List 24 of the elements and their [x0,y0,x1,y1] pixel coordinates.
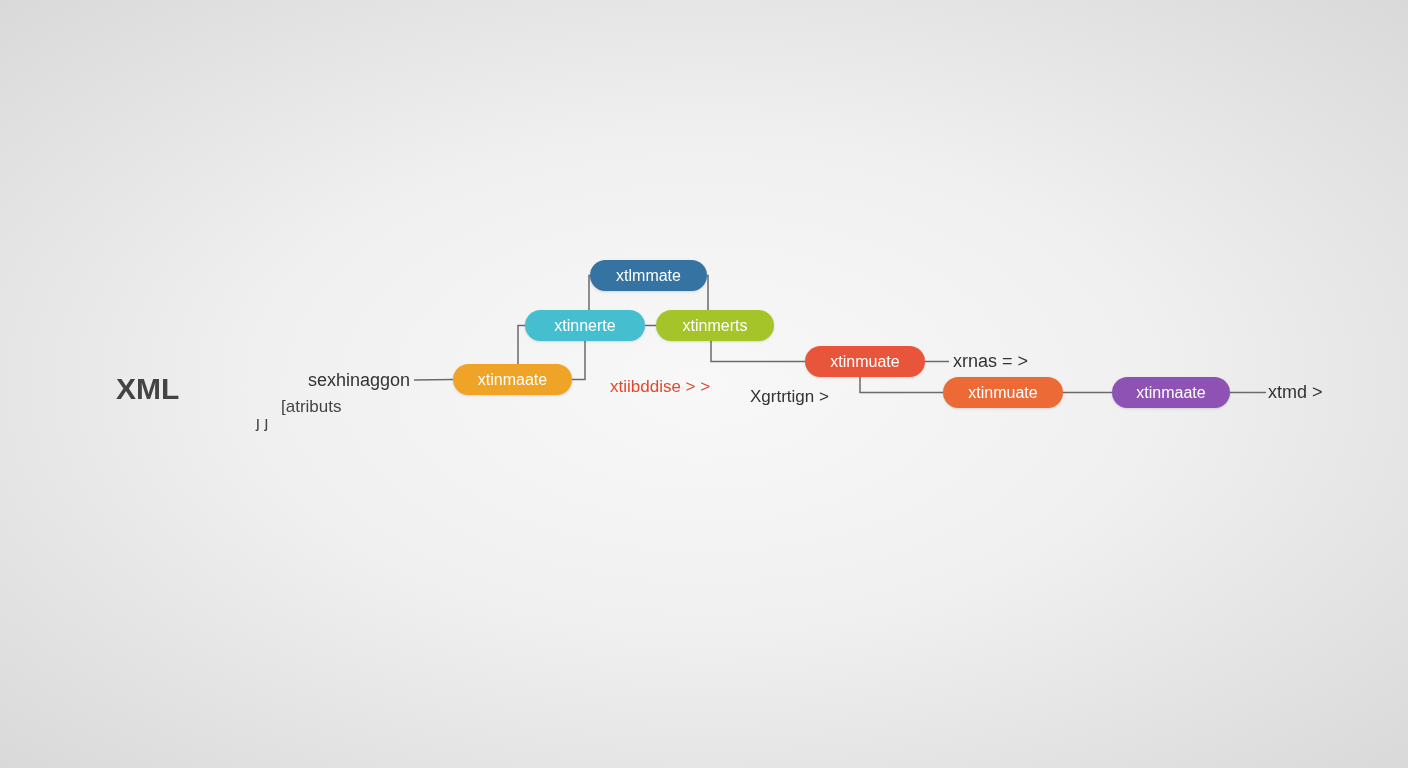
connector-line [924,360,950,363]
node-text: sexhinaggon [282,369,410,391]
connector-line [571,340,586,381]
connector-line [588,274,591,311]
connector-line [1062,391,1113,394]
connector-line [859,376,944,394]
connector-line [1229,391,1267,394]
connector-line [710,340,806,363]
rounded-node: xtinmuate [805,346,925,377]
connector-line [413,378,454,381]
title-label: XML [116,371,180,407]
text-label: xtiibddise > > [610,376,711,398]
text-label: [atributs [281,396,342,418]
rounded-node: xtinnerte [525,310,645,341]
rounded-node: xtinmuate [943,377,1063,408]
rounded-node: xtinmaate [1112,377,1230,408]
text-label: Xgrtrtign > [750,386,829,408]
rounded-node: xtinmaate [453,364,572,395]
rounded-node: xtlmmate [590,260,707,291]
connector-line [517,324,526,365]
rounded-node: xtinmerts [656,310,774,341]
text-label: ȷ ȷ [256,412,269,434]
node-text: xrnas = > [953,350,1053,372]
node-text: xtmd > [1268,381,1344,403]
